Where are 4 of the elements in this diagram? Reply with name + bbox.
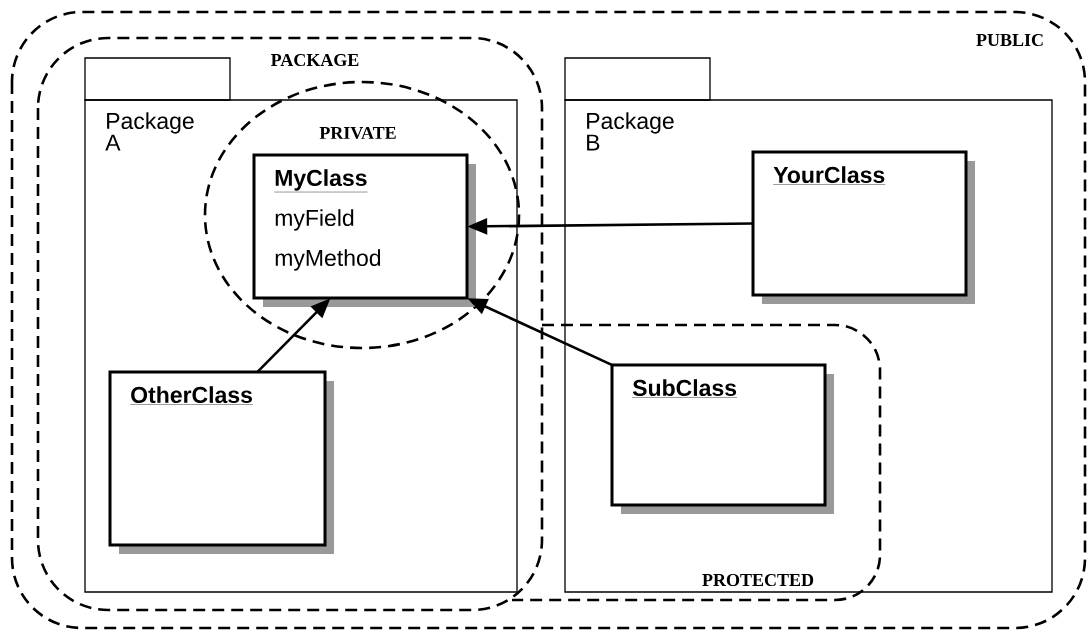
class-box: OtherClass [108,370,334,554]
class-box: SubClass [610,363,834,514]
class-box: YourClass [751,150,975,304]
class-box: MyClass myField myMethod [252,153,476,307]
